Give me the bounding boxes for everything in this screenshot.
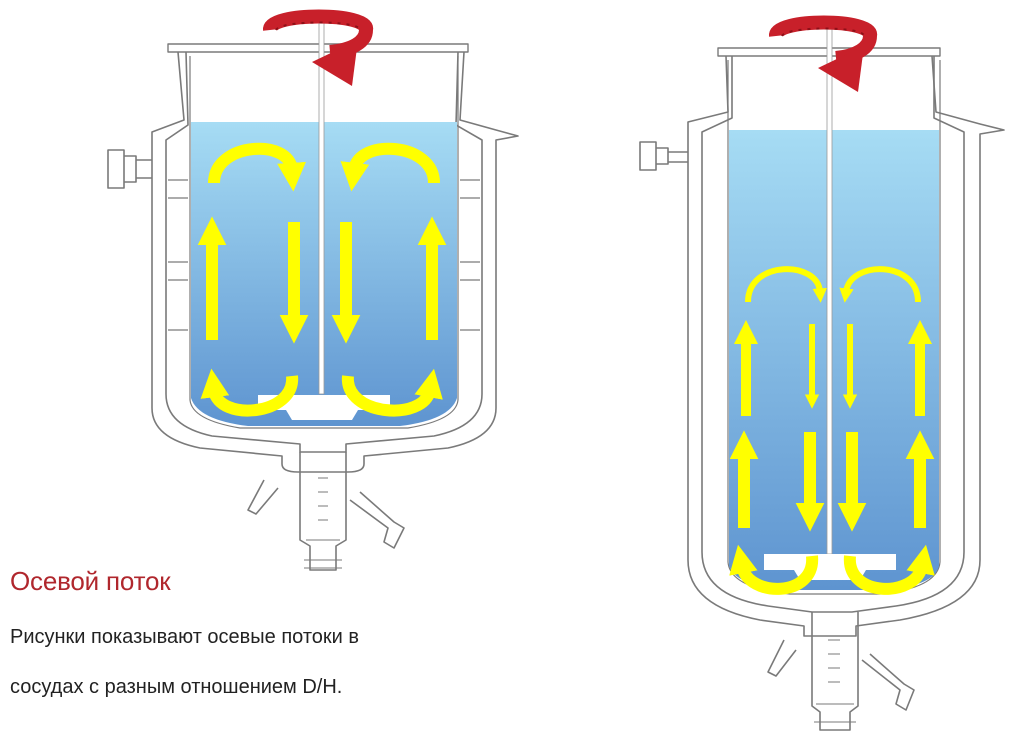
stirrer-shaft-wide bbox=[318, 15, 325, 395]
flow-arrow-icon bbox=[340, 142, 440, 192]
vessel-wide bbox=[107, 43, 519, 571]
liquid-tall bbox=[729, 130, 939, 590]
rotation-arrow-icon bbox=[263, 9, 373, 86]
flow-arrows-wide bbox=[197, 142, 447, 417]
flow-arrow-icon bbox=[839, 266, 921, 303]
flow-arrows-tall bbox=[729, 266, 935, 595]
flow-arrow-icon bbox=[729, 544, 819, 595]
flow-arrow-icon bbox=[208, 142, 306, 192]
caption-line-2: сосудах с разным отношением D/H. bbox=[10, 676, 343, 698]
impeller-tall bbox=[764, 554, 896, 570]
caption-line-1: Рисунки показывают осевые потоки в bbox=[10, 626, 360, 648]
rotation-arrow-icon bbox=[769, 15, 877, 92]
flow-arrow-icon bbox=[745, 266, 827, 303]
stirrer-shaft-tall bbox=[826, 21, 833, 555]
flow-arrow-icon bbox=[200, 368, 299, 417]
flow-arrow-icon bbox=[341, 368, 443, 417]
caption-title: Осевой поток bbox=[10, 566, 171, 596]
flow-arrow-icon bbox=[843, 544, 935, 595]
